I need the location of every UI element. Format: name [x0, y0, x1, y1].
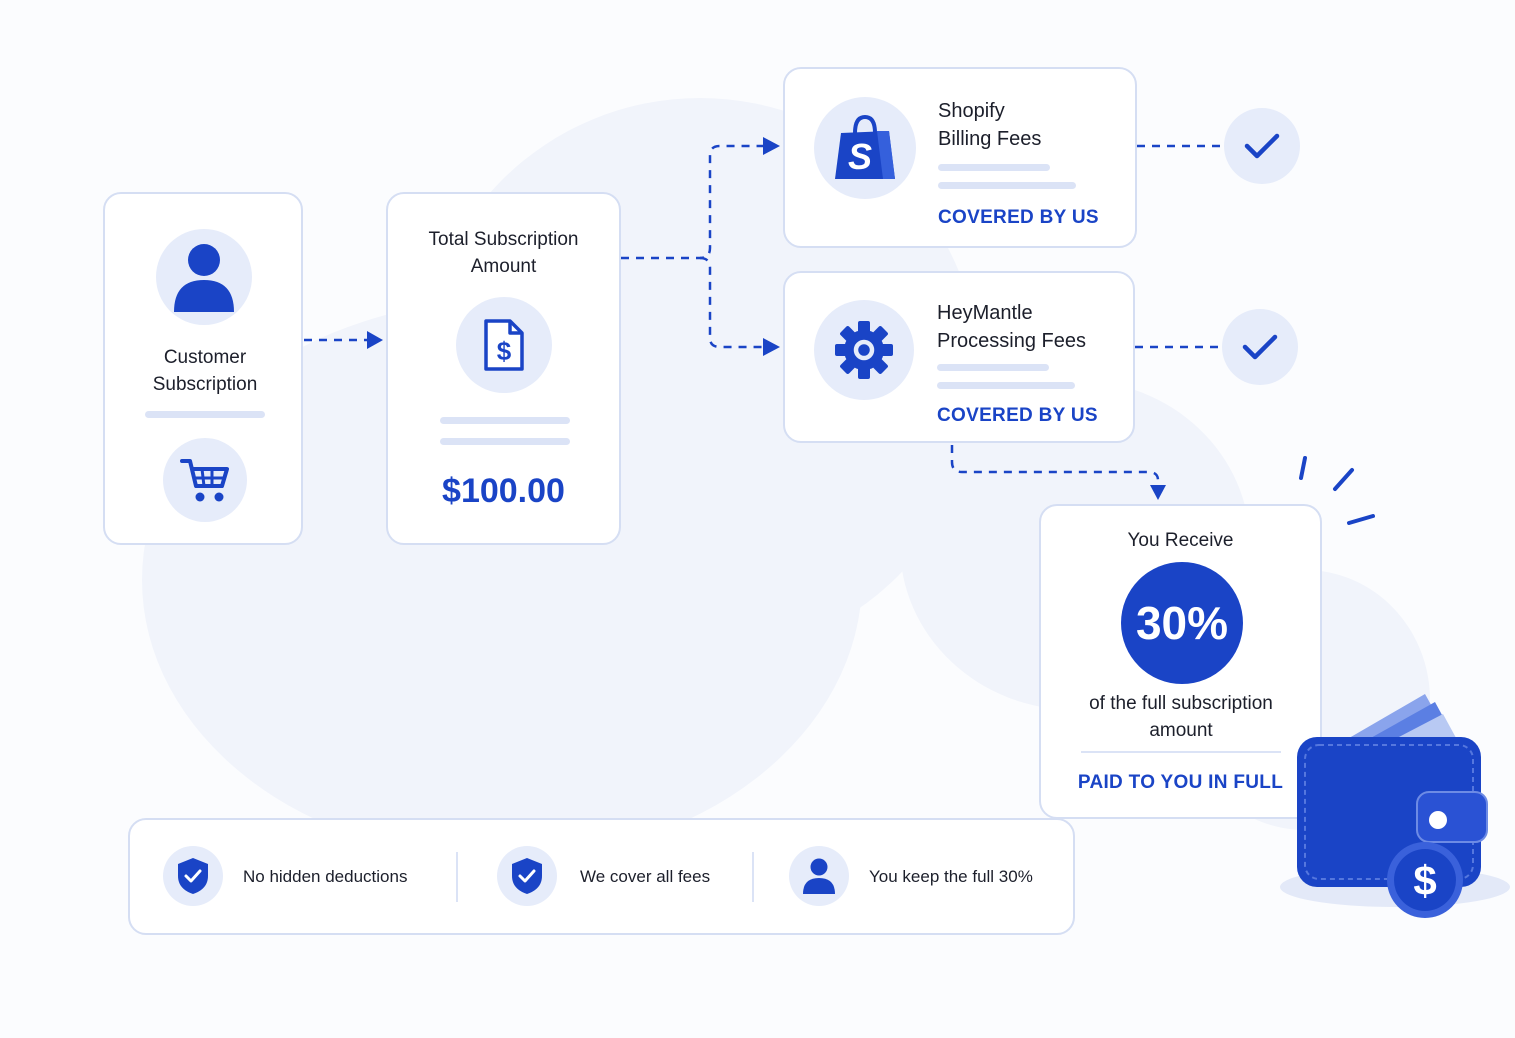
- heymantle-fees-card: HeyMantle Processing Fees COVERED BY US: [783, 271, 1135, 443]
- shopify-title-line1: Shopify: [938, 100, 1005, 122]
- arrowhead: [1150, 485, 1166, 500]
- placeholder-bar: [145, 411, 265, 418]
- receive-divider: [1081, 751, 1281, 753]
- placeholder-bar: [938, 164, 1050, 171]
- svg-text:S: S: [848, 136, 872, 177]
- customer-subscription-title: Customer Subscription: [152, 347, 258, 395]
- gear-icon: [835, 321, 893, 379]
- placeholder-bar: [440, 438, 570, 445]
- connector-total-to-split: [621, 144, 764, 260]
- heymantle-status: COVERED BY US: [937, 405, 1098, 426]
- feature-label: We cover all fees: [580, 867, 711, 886]
- shield-check-icon: [178, 858, 208, 894]
- dollar-document-icon: $: [484, 319, 524, 371]
- total-subscription-title: Total Subscription Amount: [428, 229, 579, 277]
- shopify-check-circle: [1224, 108, 1300, 184]
- connector-fees-to-receive: [950, 445, 1160, 481]
- wallet-illustration: $: [1280, 694, 1510, 918]
- arrowhead: [763, 338, 780, 356]
- feature-divider: [752, 852, 754, 902]
- placeholder-bar: [937, 364, 1049, 371]
- shield-check-icon: [512, 858, 542, 894]
- heymantle-title-line2: Processing Fees: [937, 330, 1086, 352]
- placeholder-bar: [440, 417, 570, 424]
- cart-circle: [163, 438, 247, 522]
- user-avatar: [156, 229, 252, 325]
- placeholder-bar: [938, 182, 1076, 189]
- svg-text:$: $: [497, 336, 512, 366]
- feature-icon-circle: [497, 846, 557, 906]
- arrowhead: [763, 137, 780, 155]
- heymantle-title-line1: HeyMantle: [937, 302, 1033, 324]
- total-amount: $100.00: [442, 472, 565, 510]
- check-icon: [1244, 133, 1280, 159]
- svg-text:$: $: [1413, 857, 1436, 904]
- heymantle-check-circle: [1222, 309, 1298, 385]
- percent-badge: 30%: [1121, 562, 1243, 684]
- receive-status: PAID TO YOU IN FULL: [1077, 772, 1284, 793]
- arrowhead: [367, 331, 383, 349]
- placeholder-bar: [937, 382, 1075, 389]
- you-receive-title: You Receive: [1127, 530, 1234, 551]
- user-icon: [803, 858, 835, 894]
- user-icon: [174, 244, 234, 312]
- feature-divider: [456, 852, 458, 902]
- customer-subscription-card: Customer Subscription: [103, 192, 303, 545]
- receive-subtitle: of the full subscription amount: [1089, 693, 1273, 741]
- total-subscription-card: Total Subscription Amount $ $100.00: [386, 192, 621, 545]
- percent-value: 30%: [1135, 597, 1229, 649]
- you-receive-card: You Receive 30% of the full subscription…: [1039, 504, 1322, 819]
- shopify-fees-card: S Shopify Billing Fees COVERED BY US: [783, 67, 1137, 248]
- dollar-coin-icon: $: [1387, 842, 1463, 918]
- dollar-document-circle: $: [456, 297, 552, 393]
- feature-icon-circle: [789, 846, 849, 906]
- shopify-circle: S: [814, 97, 916, 199]
- shopify-title-line2: Billing Fees: [938, 128, 1042, 150]
- feature-label: No hidden deductions: [243, 867, 408, 886]
- cart-icon: [180, 459, 229, 502]
- connector-split-to-heymantle: [699, 256, 764, 349]
- shopify-status: COVERED BY US: [938, 207, 1099, 228]
- shopify-bag-icon: S: [835, 114, 895, 179]
- feature-label: You keep the full 30%: [869, 867, 1033, 886]
- check-icon: [1242, 334, 1278, 360]
- feature-icon-circle: [163, 846, 223, 906]
- features-bar: [128, 818, 1075, 935]
- gear-circle: [814, 300, 914, 400]
- sparkle-decoration: [1299, 456, 1375, 525]
